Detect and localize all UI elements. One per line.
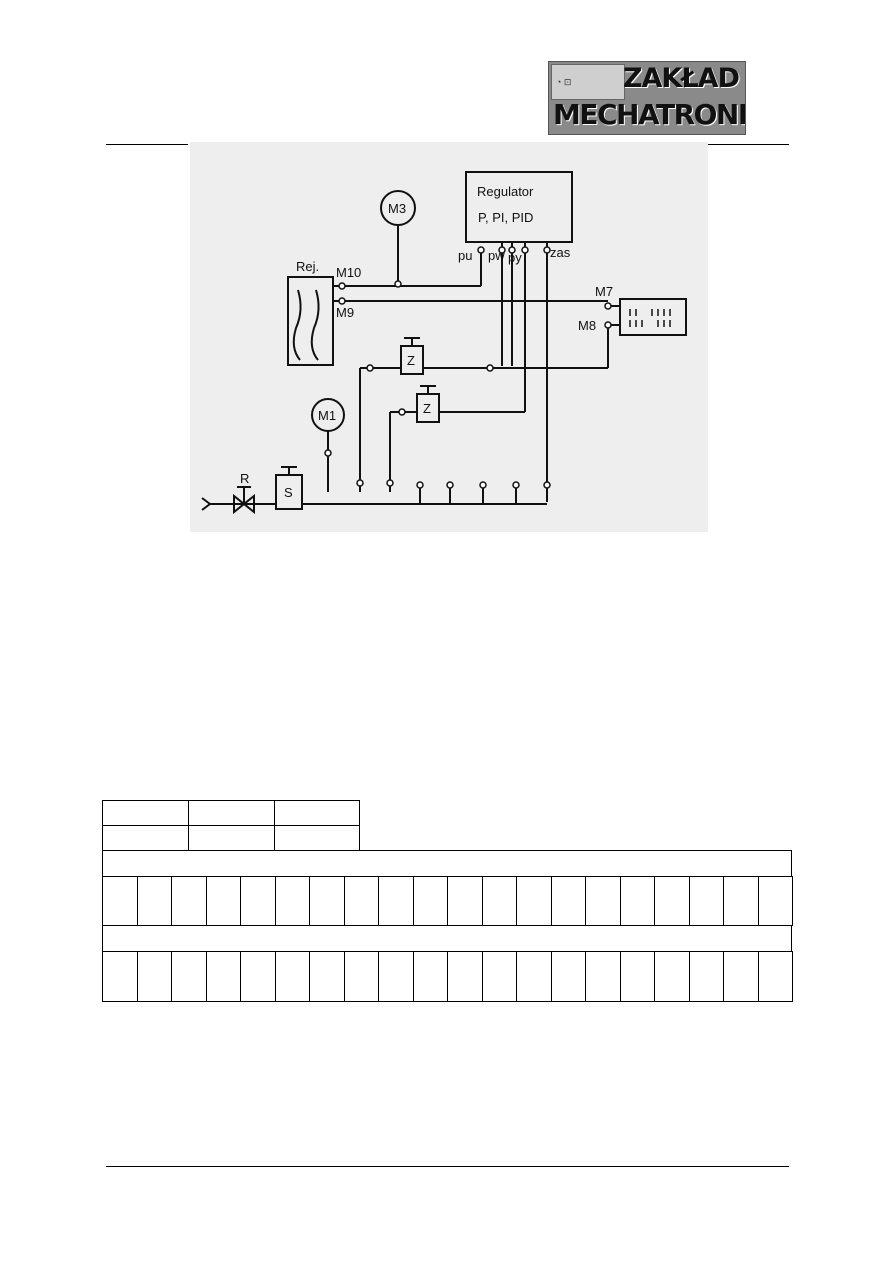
setter-z-upper-label: Z (407, 353, 415, 368)
table-cell (205, 876, 241, 926)
top-cell (274, 825, 360, 851)
table-cell (619, 876, 655, 926)
regulator-box (465, 171, 573, 243)
regulator-modes: P, PI, PID (478, 210, 533, 225)
port-py-label: py (508, 250, 522, 265)
table-cell (550, 876, 586, 926)
top-cell (188, 800, 275, 826)
m8-label: M8 (578, 318, 596, 333)
row1-header (102, 850, 792, 877)
header-rule-right (707, 144, 789, 145)
setter-z-lower-label: Z (423, 401, 431, 416)
table-cell (688, 876, 724, 926)
top-cell (188, 825, 275, 851)
table-cell (136, 876, 172, 926)
table-cell (481, 876, 517, 926)
top-cell (102, 800, 189, 826)
table-cell (447, 951, 483, 1002)
table-cell (516, 876, 552, 926)
pneumatic-regulator-diagram: Regulator P, PI, PID pu pw py zas M3 M1 … (190, 142, 708, 532)
port-pu-label: pu (458, 248, 472, 263)
table-cell (619, 951, 655, 1002)
table-cell (412, 951, 448, 1002)
top-cell (102, 825, 189, 851)
table-cell (309, 876, 345, 926)
recorder-label: Rej. (296, 259, 319, 274)
table-cell (378, 876, 414, 926)
table-cell (516, 951, 552, 1002)
table-cell (757, 951, 793, 1002)
port-pw-label: pw (488, 248, 505, 263)
indicator-box (619, 298, 687, 336)
diagram-svg: Regulator P, PI, PID pu pw py zas M3 M1 … (201, 171, 687, 515)
reducer-r-label: R (240, 471, 249, 486)
m10-label: M10 (336, 265, 361, 280)
table-cell (274, 876, 310, 926)
gauge-m3-label: M3 (388, 201, 406, 216)
port-zas-label: zas (550, 245, 571, 260)
table-cell (378, 951, 414, 1002)
header-rule-left (106, 144, 188, 145)
table-cell (688, 951, 724, 1002)
m9-label: M9 (336, 305, 354, 320)
table-cell (171, 876, 207, 926)
table-cell (723, 951, 759, 1002)
table-cell (343, 951, 379, 1002)
gauge-m1-label: M1 (318, 408, 336, 423)
top-cell (274, 800, 360, 826)
table-cell (723, 876, 759, 926)
table-cell (550, 951, 586, 1002)
table-cell (102, 876, 138, 926)
regulator-title: Regulator (477, 184, 534, 199)
m7-label: M7 (595, 284, 613, 299)
table-cell (205, 951, 241, 1002)
table-cell (136, 951, 172, 1002)
table-cell (585, 876, 621, 926)
table-cell (412, 876, 448, 926)
logo-instrument-image: ◔ ⊡ (551, 64, 625, 100)
table-cell (585, 951, 621, 1002)
table-cell (102, 951, 138, 1002)
logo-line2: MECHATRONIKI (553, 98, 746, 131)
supply-s-label: S (284, 485, 293, 500)
table-cell (240, 951, 276, 1002)
logo-gauge-icon: ◔ ⊡ (556, 77, 572, 87)
row2-header (102, 925, 792, 952)
footer-rule (106, 1166, 789, 1167)
table-cell (309, 951, 345, 1002)
table-cell (447, 876, 483, 926)
logo-line1: ZAKŁAD (622, 63, 740, 94)
table-cell (240, 876, 276, 926)
table-cell (481, 951, 517, 1002)
table-cell (274, 951, 310, 1002)
table-cell (171, 951, 207, 1002)
table-cell (343, 876, 379, 926)
table-cell (654, 876, 690, 926)
table-cell (654, 951, 690, 1002)
zaklad-mechatroniki-logo: ◔ ⊡ ZAKŁAD MECHATRONIKI (548, 61, 746, 135)
table-cell (757, 876, 793, 926)
recorder-box (287, 276, 334, 366)
